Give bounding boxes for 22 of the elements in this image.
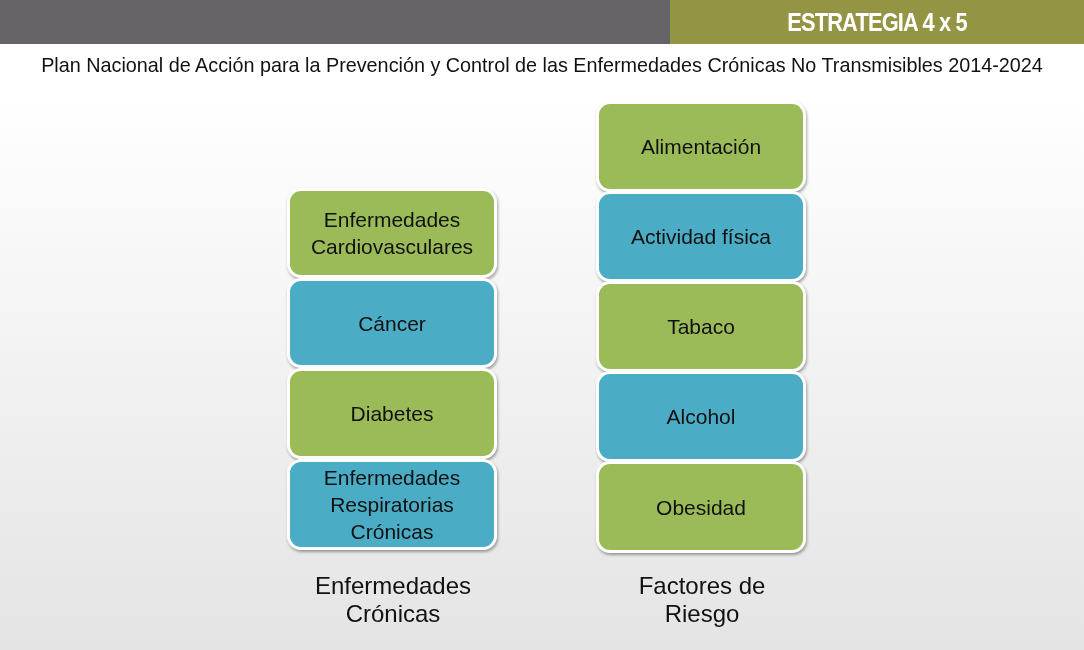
column-heading: Factores de Riesgo bbox=[637, 572, 767, 628]
category-box bbox=[287, 368, 497, 459]
category-box bbox=[287, 459, 497, 550]
box-label: Obesidad bbox=[655, 494, 747, 521]
box-label: Enfermedades Respiratorias Crónicas bbox=[322, 465, 462, 545]
category-box bbox=[596, 191, 806, 282]
box-label: Tabaco bbox=[666, 314, 736, 340]
box-label: Cáncer bbox=[357, 310, 427, 337]
category-box bbox=[287, 278, 497, 368]
title: Plan Nacional de Acción para la Prevención y Control de las Enfermedades Crónicas No Transmisibles 2014-2024 bbox=[40, 53, 1044, 78]
category-box bbox=[596, 281, 806, 372]
category-box bbox=[287, 188, 497, 278]
column-heading: Enfermedades Crónicas bbox=[313, 572, 473, 628]
box-label: Alimentación bbox=[639, 134, 763, 160]
category-box bbox=[596, 461, 806, 553]
box-label: Alcohol bbox=[665, 404, 737, 430]
box-label: Actividad física bbox=[629, 224, 773, 250]
banner-heading: ESTRATEGIA 4 x 5 bbox=[786, 6, 968, 38]
box-label: Diabetes bbox=[349, 401, 435, 427]
box-label: Enfermedades Cardiovasculares bbox=[309, 207, 475, 260]
category-box bbox=[596, 101, 806, 192]
category-box bbox=[596, 371, 806, 462]
